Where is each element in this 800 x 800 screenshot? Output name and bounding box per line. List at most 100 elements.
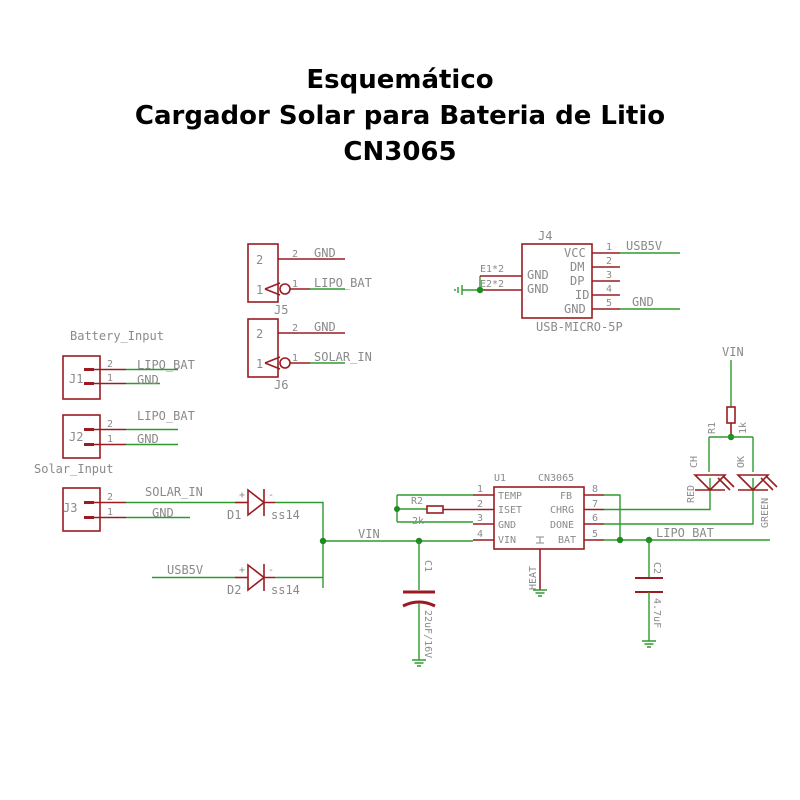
j6-ref: J6 (274, 378, 288, 392)
j2-net-lipo-bat: LIPO_BAT (137, 409, 195, 423)
j1-ref: J1 (69, 372, 83, 386)
j6-pin1-num: 1 (292, 353, 298, 364)
led-ch-ref: CH (689, 456, 700, 468)
j5-pin2-inner: 2 (256, 253, 263, 267)
d1-ref: D1 (227, 508, 241, 522)
connector-j4-usb: J4 E1*2 E2*2 GND GND VCC DM DP ID GND 1 … (454, 229, 680, 334)
j3-net-gnd: GND (152, 506, 174, 520)
j5-net-gnd: GND (314, 246, 336, 260)
u1-heat-label: HEAT (528, 566, 539, 590)
c1-curved-plate-icon (402, 600, 436, 608)
title-line-1: Esquemático (306, 65, 494, 95)
u1-pin-num: 2 (477, 499, 483, 510)
u1-pin-iset: ISET (498, 505, 522, 516)
u1-pin-num: 6 (592, 513, 598, 524)
j4-left-pin-gnd: GND (527, 282, 549, 296)
c2-ref: C2 (651, 562, 662, 574)
j4-pin-e1: E1*2 (480, 264, 504, 275)
d1-minus: - (268, 490, 274, 501)
j5-pin1-inner: 1 (256, 283, 263, 297)
j1-pin2-num: 2 (107, 359, 113, 370)
j4-pin-dm: DM (570, 260, 584, 274)
j5-pin1-arrow-icon (264, 282, 281, 296)
j4-pin-vcc: VCC (564, 246, 586, 260)
lipo-bat-net-label: LIPO_BAT (656, 526, 714, 540)
j4-pin-num: 5 (606, 298, 612, 309)
c1-ground-icon (412, 659, 426, 667)
j3-net-solar-in: SOLAR_IN (145, 485, 203, 499)
j3-pin1-num: 1 (107, 507, 113, 518)
u1-pin-num: 7 (592, 499, 598, 510)
c1-ref: C1 (422, 560, 433, 572)
r1-net-vin: VIN (722, 345, 744, 359)
c2-ground-icon (642, 640, 656, 648)
led-ch-red: CH RED (686, 456, 735, 503)
c1-value: 22uF/16V (422, 610, 433, 658)
j5-pin2-num: 2 (292, 249, 298, 260)
j1-body (62, 355, 101, 400)
led-ok-ref: OK (736, 456, 747, 468)
j6-net-gnd: GND (314, 320, 336, 334)
j2-net-gnd: GND (137, 432, 159, 446)
d2-ref: D2 (227, 583, 241, 597)
r2-ref: R2 (411, 496, 423, 507)
j2-pin1-num: 1 (107, 434, 113, 445)
j4-pin-num: 2 (606, 256, 612, 267)
led-ok-color: GREEN (760, 498, 771, 528)
led-ch-emission-icon (717, 475, 735, 491)
r2-value: 2k (412, 516, 424, 527)
j5-net-lipo-bat: LIPO_BAT (314, 276, 372, 290)
j5-pin1-num: 1 (292, 279, 298, 290)
j4-pin-num: 1 (606, 242, 612, 253)
j4-ground-icon (454, 285, 463, 295)
u1-pin-num: 4 (477, 529, 483, 540)
u1-pin-num: 8 (592, 484, 598, 495)
j1-net-lipo-bat: LIPO_BAT (137, 358, 195, 372)
d1-diode-icon (247, 488, 266, 517)
junction-dot (476, 286, 484, 294)
battery-input-label: Battery_Input (70, 329, 164, 343)
resistor-r1: VIN R1 1k (707, 345, 754, 472)
u1-pin-vin: VIN (498, 535, 516, 546)
j3-body (62, 487, 101, 532)
r1-body (726, 406, 736, 424)
u1-pin-temp: TEMP (498, 491, 522, 502)
j6-pin1-inner: 1 (256, 357, 263, 371)
j6-net-solar-in: SOLAR_IN (314, 350, 372, 364)
led-ch-icon (693, 474, 727, 492)
led-ok-emission-icon (760, 475, 778, 491)
junction-dot (616, 536, 624, 544)
d2-plus: + (239, 565, 245, 576)
u1-pin-fb: FB (560, 491, 572, 502)
d2-diode-icon (247, 563, 266, 592)
r2-body (426, 505, 444, 514)
junction-dot (394, 506, 400, 512)
diode-d1: + - D1 ss14 (227, 488, 324, 588)
d2-net-usb5v: USB5V (167, 563, 203, 577)
d1-plus: + (239, 490, 245, 501)
j2-pin2-num: 2 (107, 419, 113, 430)
u1-ref: U1 (494, 473, 506, 484)
d2-part: ss14 (271, 583, 300, 597)
solar-input-label: Solar_Input (34, 462, 113, 476)
j4-pin-num: 4 (606, 284, 612, 295)
j6-pin1-arrow-icon (264, 356, 281, 370)
c2-plates-icon (635, 577, 663, 593)
led-ok-green: OK GREEN (736, 456, 778, 528)
j6-body (247, 318, 279, 378)
led-ch-color: RED (686, 485, 697, 503)
u1-pin-gnd: GND (498, 520, 516, 531)
j4-pin-num: 3 (606, 270, 612, 281)
j3-ref: J3 (63, 501, 77, 515)
j6-pin2-inner: 2 (256, 327, 263, 341)
j6-pin1-ring-icon (279, 357, 291, 369)
title-line-2: Cargador Solar para Bateria de Litio (134, 101, 666, 131)
u1-pin-chrg: CHRG (550, 505, 574, 516)
u1-part: CN3065 (538, 473, 574, 484)
j1-net-gnd: GND (137, 373, 159, 387)
u1-pin-bat: BAT (558, 535, 576, 546)
j4-pin-id: ID (575, 288, 589, 302)
u1-body (493, 486, 585, 550)
j2-body (62, 414, 101, 459)
